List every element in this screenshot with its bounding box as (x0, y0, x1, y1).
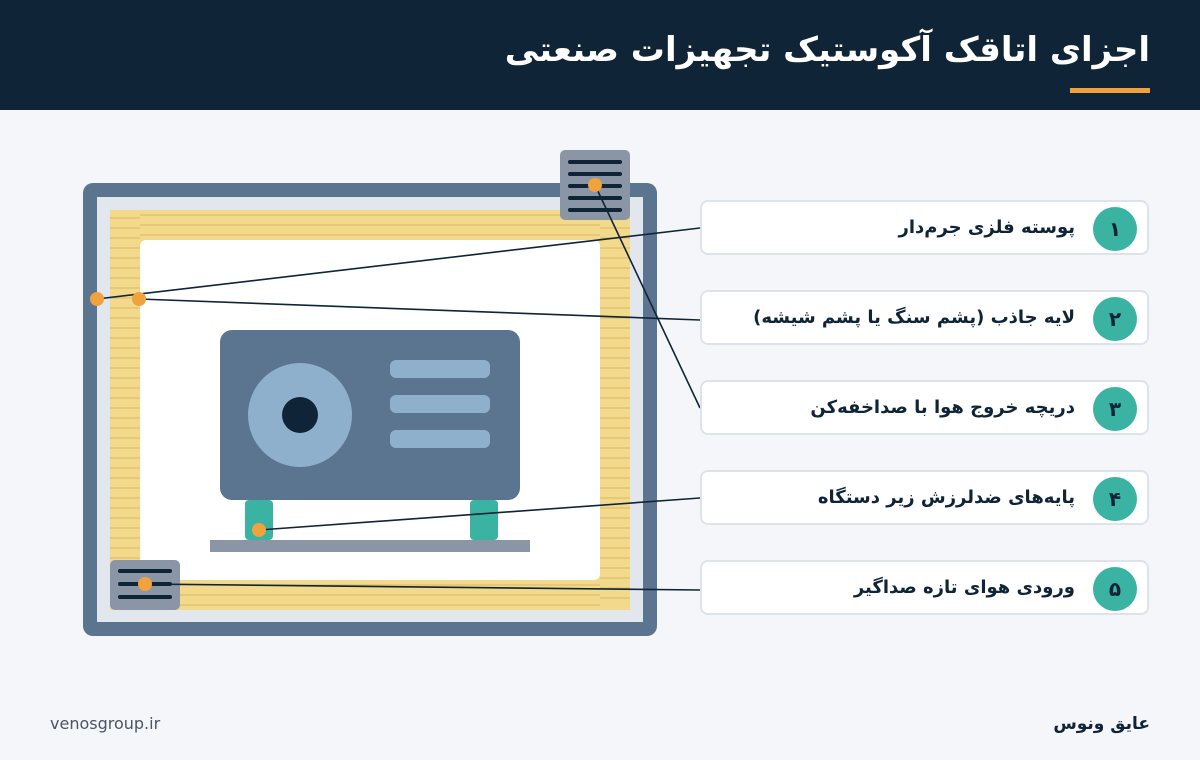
marker-dot-1 (90, 292, 104, 306)
legend-card-3: ۳ دریچه خروج هوا با صداخفه‌کن (700, 380, 1149, 435)
number-badge: ۳ (1093, 387, 1137, 431)
legend-card-4: ۴ پایه‌های ضدلرزش زیر دستگاه (700, 470, 1149, 525)
legend-label: ورودی هوای تازه صداگیر (853, 577, 1075, 598)
anti-vibration-foot-right (470, 500, 498, 540)
legend-label: دریچه خروج هوا با صداخفه‌کن (810, 397, 1075, 418)
machine-grille-bar (390, 430, 490, 448)
legend-label: پایه‌های ضدلرزش زیر دستگاه (817, 487, 1075, 508)
legend-card-5: ۵ ورودی هوای تازه صداگیر (700, 560, 1149, 615)
leader-line-4 (258, 497, 701, 531)
exhaust-vent-slat (568, 172, 622, 176)
marker-dot-3 (588, 178, 602, 192)
legend-card-2: ۲ لایه جاذب (پشم سنگ یا پشم شیشه) (700, 290, 1149, 345)
leader-line-1 (96, 227, 701, 300)
air-intake-vent-slat (118, 595, 172, 599)
legend-card-1: ۱ پوسته فلزی جرم‌دار (700, 200, 1149, 255)
number-badge: ۵ (1093, 567, 1137, 611)
number-badge: ۴ (1093, 477, 1137, 521)
header-bar: اجزای اتاقک آکوستیک تجهیزات صنعتی (0, 0, 1200, 110)
number-badge: ۲ (1093, 297, 1137, 341)
legend-label: پوسته فلزی جرم‌دار (898, 217, 1075, 238)
machine-fan-hub (282, 397, 318, 433)
machine-grille-bar (390, 395, 490, 413)
exhaust-vent-slat (568, 196, 622, 200)
number-badge: ۱ (1093, 207, 1137, 251)
exhaust-vent-slat (568, 160, 622, 164)
absorber-stripes (110, 214, 630, 606)
marker-dot-4 (252, 523, 266, 537)
machine-base-plate (210, 540, 530, 552)
website-url: venosgroup.ir (50, 714, 161, 733)
title-underline (1070, 88, 1150, 93)
air-intake-vent-slat (118, 569, 172, 573)
machine-grille-bar (390, 360, 490, 378)
marker-dot-5 (138, 577, 152, 591)
leader-line-3 (594, 184, 701, 409)
legend-label: لایه جاذب (پشم سنگ یا پشم شیشه) (753, 307, 1075, 328)
leader-line-5 (144, 583, 701, 591)
exhaust-vent-slat (568, 208, 622, 212)
page-title: اجزای اتاقک آکوستیک تجهیزات صنعتی (504, 30, 1150, 70)
marker-dot-2 (132, 292, 146, 306)
leader-line-2 (138, 298, 701, 321)
brand-name: عایق ونوس (1053, 714, 1150, 734)
